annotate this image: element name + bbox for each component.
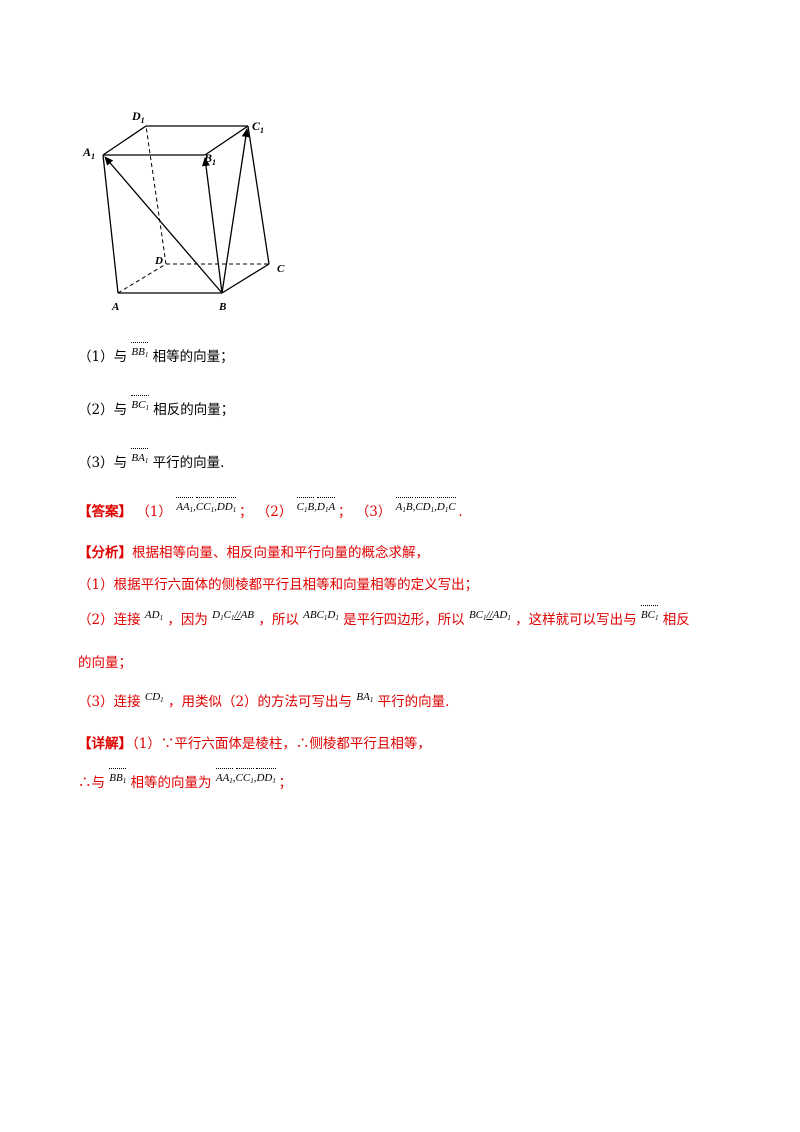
question-3: （3）与 BA1 平行的向量. (78, 448, 224, 471)
detail-line-0: 【详解】（1）∵平行六面体是棱柱，∴侧棱都平行且相等， (78, 736, 431, 752)
edge-a-a1 (102, 154, 119, 294)
label-d1: D1 (131, 109, 145, 125)
label-a: A (111, 301, 119, 313)
vector-bc1-ref: BC1 (640, 605, 659, 622)
math-bc1-parallel-ad1: BC1//AD1 (468, 609, 511, 622)
analysis-line-3: 的向量； (78, 655, 132, 671)
label-c1: C1 (252, 119, 264, 135)
answer-2-vectors: C1B,D1A (296, 497, 338, 514)
vector-ba1: BA1 (131, 448, 149, 465)
analysis-line-2: （2）连接 AD1 ，因为 D1C1//AB ，所以 ABC1D1 是平行四边形… (78, 605, 690, 628)
edge-b-c (221, 263, 270, 294)
edge-a-d (117, 263, 167, 294)
math-d1c1-parallel-ab: D1C1//AB (212, 609, 255, 622)
vector-b-c1 (221, 128, 250, 294)
vector-b-b1 (202, 157, 223, 294)
analysis-line-0: 【分析】根据相等向量、相反向量和平行向量的概念求解， (78, 545, 429, 561)
answer-3-vectors: A1B,CD1,D1C (395, 497, 459, 514)
math-ba1: BA1 (356, 691, 374, 704)
label-a1: A1 (82, 145, 95, 161)
analysis-tag: 【分析】 (78, 545, 132, 561)
edge-a1-d1 (102, 125, 147, 156)
detail-line-1: ∴与 BB1 相等的向量为 AA1,CC1,DD1 ； (78, 768, 292, 791)
vector-bb1: BB1 (131, 342, 149, 359)
label-b1: B1 (203, 151, 216, 167)
vector-bb1-ref: BB1 (109, 768, 127, 785)
edge-b1-c1 (204, 125, 249, 156)
parallelepiped-figure: A1 D1 C1 B1 D C A B (82, 109, 285, 313)
detail-tag: 【详解】 (78, 736, 132, 752)
math-abc1d1: ABC1D1 (303, 609, 339, 622)
question-1: （1）与 BB1 相等的向量； (78, 342, 234, 365)
question-2: （2）与 BC1 相反的向量； (78, 395, 234, 418)
label-b: B (218, 301, 226, 313)
answer-tag: 【答案】 (78, 504, 132, 520)
vector-b-a1 (104, 156, 223, 294)
label-d: D (154, 255, 163, 267)
detail-vectors: AA1,CC1,DD1 (215, 768, 279, 785)
edge-c-c1 (247, 125, 270, 265)
label-c: C (277, 263, 285, 275)
analysis-line-1: （1）根据平行六面体的侧棱都平行且相等和向量相等的定义写出； (78, 577, 479, 593)
math-cd1: CD1 (144, 691, 164, 704)
answer-1-vectors: AA1,CC1,DD1 (176, 497, 239, 514)
edge-d-d1 (145, 125, 167, 265)
vector-bc1: BC1 (131, 395, 149, 412)
answer-line: 【答案】 （1） AA1,CC1,DD1 ； （2） C1B,D1A ； （3）… (78, 497, 463, 520)
math-ad1: AD1 (144, 609, 164, 622)
analysis-line-4: （3）连接 CD1 ，用类似（2）的方法可写出与 BA1 平行的向量. (78, 691, 450, 710)
